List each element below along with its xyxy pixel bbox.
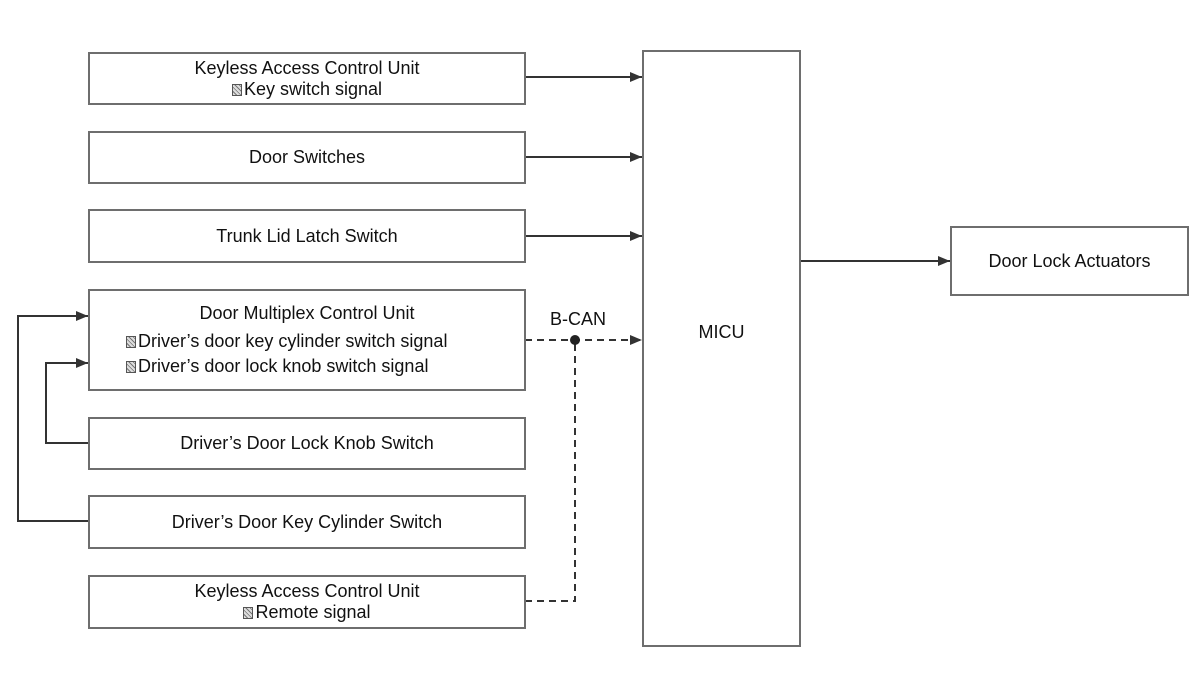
- box-signal-line: Driver’s door key cylinder switch signal: [90, 331, 447, 352]
- box-title: Trunk Lid Latch Switch: [216, 225, 398, 246]
- door-lock-actuators-box: Door Lock Actuators: [950, 226, 1189, 296]
- drivers-door-lock-knob-switch-box: Driver’s Door Lock Knob Switch: [88, 417, 526, 470]
- box-title: Keyless Access Control Unit: [194, 57, 420, 78]
- drivers-door-key-cylinder-switch-box: Driver’s Door Key Cylinder Switch: [88, 495, 526, 549]
- arrow-knob-to-multiplex: [45, 358, 89, 444]
- door-multiplex-control-unit-box: Door Multiplex Control Unit Driver’s doo…: [88, 289, 526, 391]
- bus-label-bcan: B-CAN: [550, 309, 607, 329]
- box-title: Door Multiplex Control Unit: [199, 303, 415, 323]
- micu-box: MICU: [642, 50, 801, 647]
- bcan-junction-dot: [570, 335, 580, 345]
- box-title: Door Switches: [248, 147, 366, 167]
- bcan-keyless-bottom: [525, 340, 576, 602]
- trunk-lid-latch-switch-box: Trunk Lid Latch Switch: [88, 209, 526, 263]
- keyless-access-control-unit-bottom: Keyless Access Control Unit Remote signa…: [88, 575, 526, 629]
- arrow-cylinder-to-multiplex: [17, 311, 89, 522]
- box-title: Driver’s Door Lock Knob Switch: [180, 433, 434, 453]
- box-signal-line: Driver’s door lock knob switch signal: [90, 356, 428, 377]
- box-title: Keyless Access Control Unit: [194, 581, 420, 601]
- box-title: MICU: [698, 322, 745, 342]
- placeholder-glyph-icon: [243, 607, 254, 619]
- placeholder-glyph-icon: [126, 361, 136, 373]
- placeholder-glyph-icon: [231, 83, 242, 96]
- placeholder-glyph-icon: [126, 336, 136, 348]
- door-switches-box: Door Switches: [88, 131, 526, 184]
- box-signal-line: Remote signal: [243, 602, 371, 623]
- box-signal-line: Key switch signal: [231, 79, 382, 100]
- box-title: Driver’s Door Key Cylinder Switch: [171, 511, 443, 532]
- keyless-access-control-unit-top: Keyless Access Control Unit Key switch s…: [88, 52, 526, 105]
- box-title: Door Lock Actuators: [988, 250, 1151, 271]
